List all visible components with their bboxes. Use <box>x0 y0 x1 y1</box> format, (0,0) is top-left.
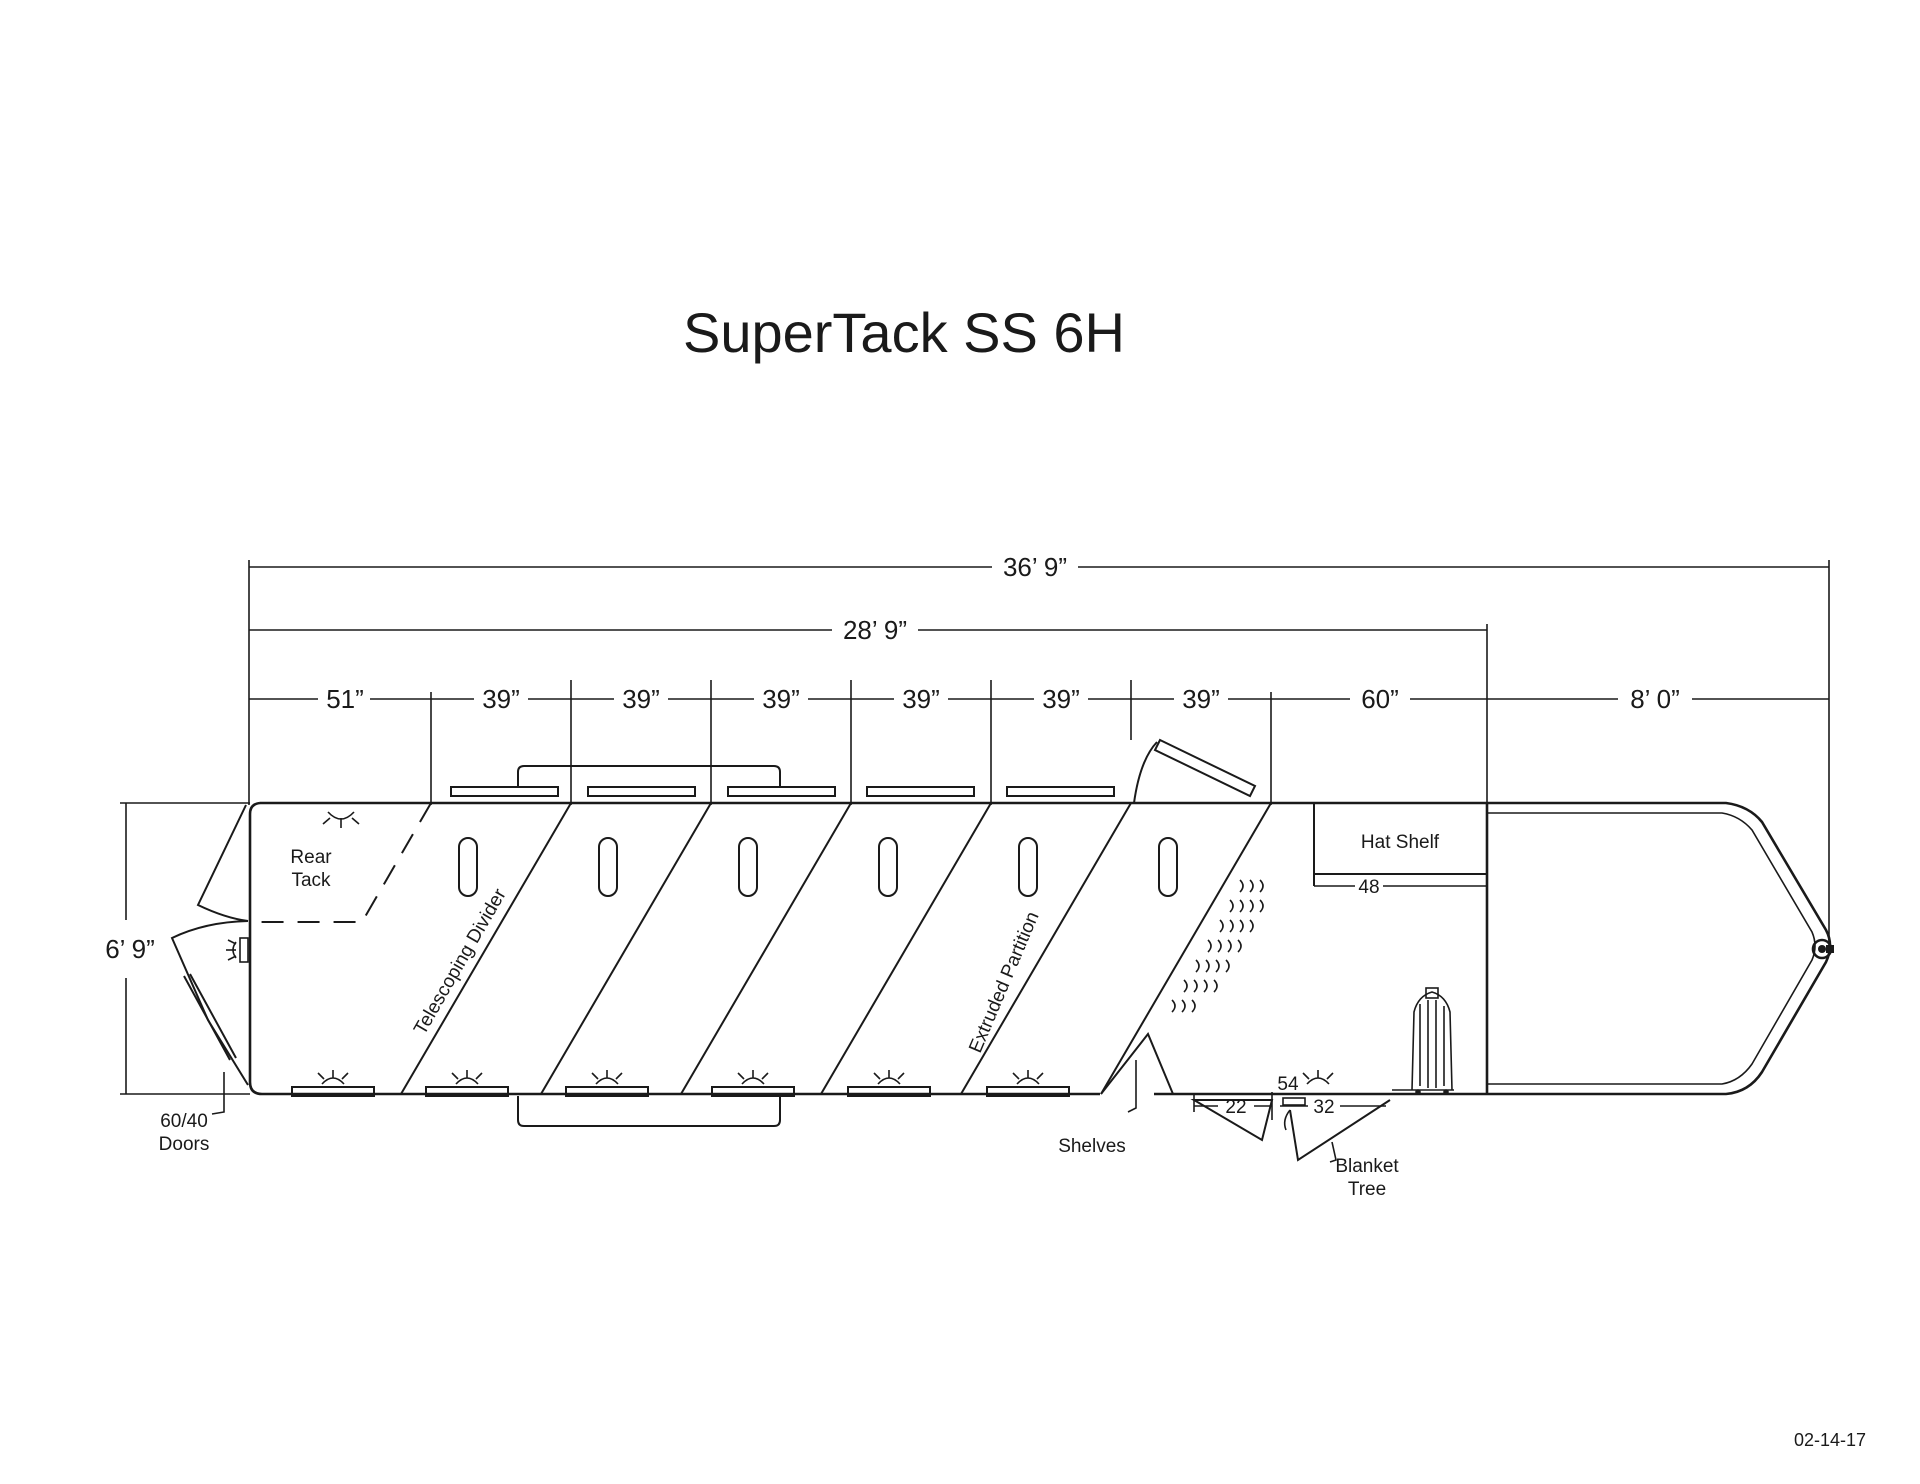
shelves-label: Shelves <box>1058 1136 1126 1157</box>
stall-partition-5 <box>960 802 1132 1095</box>
bench-b-label: 32 <box>1313 1097 1334 1118</box>
plan-title: SuperTack SS 6H <box>683 301 1125 364</box>
rear-doors <box>170 804 249 1115</box>
stall-dividers <box>400 802 1272 1095</box>
gooseneck-length-label: 8’ 0” <box>1630 684 1680 714</box>
section-dimensions: 51” 39” 39” 39” 39” 39” 39” 60” 8’ 0” <box>249 680 1829 805</box>
date-code: 02-14-17 <box>1794 1430 1866 1450</box>
rear-doors-label-line2: Doors <box>159 1134 210 1155</box>
blanket-tree-label-line2: Tree <box>1348 1179 1386 1200</box>
telescoping-divider-label: Telescoping Divider <box>410 885 511 1039</box>
shelves <box>1100 1032 1174 1095</box>
rear-tack-label-line1: Rear <box>290 847 332 868</box>
overall-length-label: 36’ 9” <box>1003 552 1067 582</box>
rear-doors-label-line1: 60/40 <box>160 1111 208 1132</box>
height-label: 6’ 9” <box>105 934 155 964</box>
trailer-outline <box>248 801 1834 1096</box>
floor-lights <box>317 1070 1334 1085</box>
stall-partition-4 <box>820 802 992 1095</box>
stall-partition-6 <box>1100 802 1272 1095</box>
stall-partition-3 <box>680 802 852 1095</box>
stall-5-width-label: 39” <box>1042 684 1080 714</box>
front-tack-width-label: 60” <box>1361 684 1399 714</box>
front-tack-area <box>1313 803 1487 887</box>
top-windows <box>450 738 1257 804</box>
bench-a-label: 22 <box>1225 1097 1246 1118</box>
overall-length-dimension: 36’ 9” <box>248 552 1830 948</box>
bench-c-label: 54 <box>1277 1074 1299 1095</box>
stall-4-width-label: 39” <box>902 684 940 714</box>
blanket-tree-label-line1: Blanket <box>1335 1156 1399 1177</box>
stall-partition-1 <box>400 802 572 1095</box>
stall-partition-2 <box>540 802 712 1095</box>
stall-3-width-label: 39” <box>762 684 800 714</box>
rear-tack-width-label: 51” <box>326 684 364 714</box>
stall-2-width-label: 39” <box>622 684 660 714</box>
hat-shelf-width-label: 48 <box>1358 877 1379 898</box>
ceiling-light-icon <box>322 811 360 828</box>
stall-6-width-label: 39” <box>1182 684 1220 714</box>
hat-shelf-label: Hat Shelf <box>1361 832 1440 853</box>
blanket-tree-icon <box>1392 987 1454 1095</box>
bottom-windows <box>291 1086 1070 1127</box>
saddle-racks <box>1171 879 1264 1013</box>
bench-dimensions <box>1190 1092 1391 1162</box>
feed-windows <box>458 837 1178 897</box>
stall-1-width-label: 39” <box>482 684 520 714</box>
extruded-partition-label: Extruded Partition <box>965 909 1043 1056</box>
rear-tack-label-line2: Tack <box>291 870 331 891</box>
hitch-coupler-icon <box>1811 938 1834 960</box>
height-dimension: 6’ 9” <box>105 802 250 1095</box>
rear-tack-wall <box>250 802 432 923</box>
living-length-label: 28’ 9” <box>843 615 907 645</box>
